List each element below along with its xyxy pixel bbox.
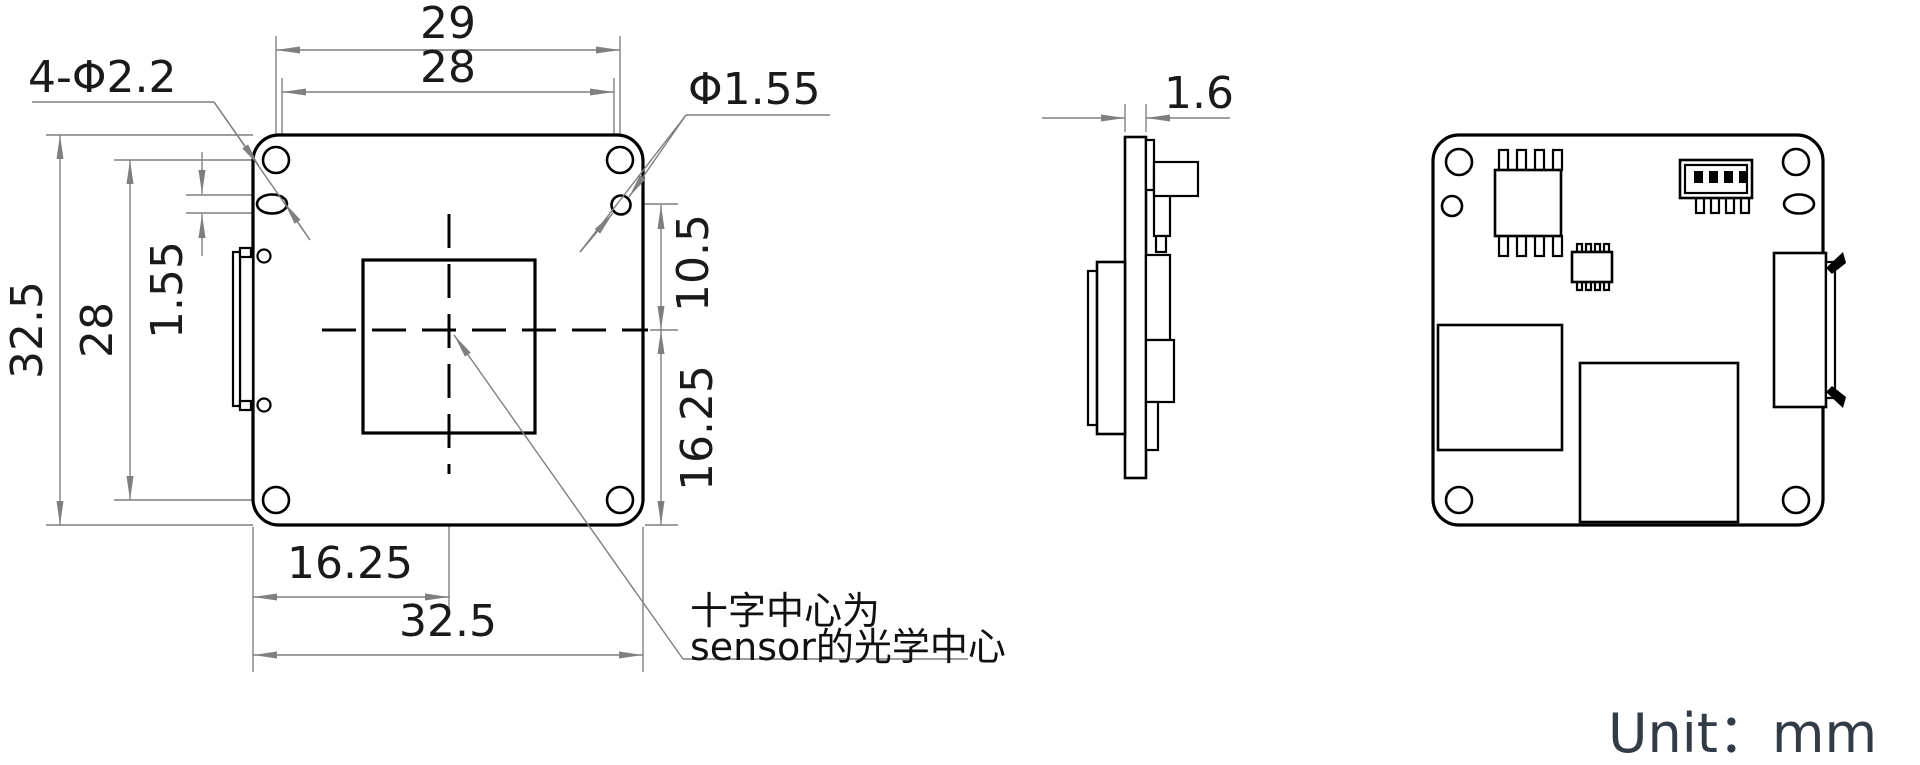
mounting-hole-bottom-left [261, 485, 291, 515]
back-side-connector [1772, 251, 1846, 409]
label-corner-holes: 4-Φ2.2 [28, 52, 176, 103]
mounting-hole-bottom-right [605, 485, 635, 515]
pcb-side-profile [1123, 135, 1148, 480]
front-side-connector [231, 246, 255, 412]
component-block-left [1436, 323, 1564, 452]
dim-board-thickness: 1.6 [1164, 68, 1234, 119]
back-view [1431, 133, 1846, 527]
back-hole-top-right [1781, 147, 1811, 177]
board-pin-hole-upper [256, 248, 272, 264]
dimension-lines-side [1042, 104, 1230, 132]
unit-label: Unit：mm [1608, 702, 1877, 765]
dim-hole-spacing-vertical: 28 [72, 302, 123, 358]
locating-slot [255, 193, 289, 215]
connector-4pin [1678, 158, 1754, 215]
back-hole-top-left [1444, 147, 1474, 177]
back-locating-hole [1440, 194, 1464, 218]
ic-chip-8pin [1493, 148, 1564, 258]
dim-slot-width: 1.55 [142, 241, 193, 339]
label-pin-hole: Φ1.55 [688, 64, 821, 115]
back-hole-bottom-right [1781, 485, 1811, 515]
dim-left-to-center: 16.25 [287, 538, 413, 589]
dim-hole-spacing-horizontal: 29 [420, 0, 476, 49]
back-hole-bottom-left [1444, 485, 1474, 515]
dim-pinhole-spacing-horizontal: 28 [420, 42, 476, 93]
dimension-lines-front [56, 46, 665, 659]
board-pin-hole-lower [256, 397, 272, 413]
dim-pinhole-to-center: 10.5 [668, 214, 719, 312]
mounting-hole-top-right [605, 145, 635, 175]
side-view: 1.6 [1042, 68, 1234, 480]
dim-plate-height: 32.5 [2, 281, 53, 379]
locating-pin-hole [610, 194, 632, 216]
leader-corner-holes [32, 101, 311, 241]
mounting-hole-top-left [261, 145, 291, 175]
optical-center-note-line1: 十字中心为 [690, 589, 880, 633]
back-locating-slot [1782, 193, 1816, 215]
leader-optical-center [453, 334, 968, 660]
side-sensor-stack [1086, 260, 1127, 436]
dim-center-to-bottom: 16.25 [672, 365, 723, 491]
front-view: 29 28 32.5 28 1.55 10.5 16.25 16.25 32.5… [2, 0, 1006, 672]
component-block-center [1578, 361, 1740, 524]
side-back-components [1144, 138, 1200, 452]
ic-chip-small [1570, 242, 1614, 292]
leader-pin-hole [579, 114, 830, 253]
dim-plate-width: 32.5 [399, 596, 497, 647]
optical-center-note-line2: sensor的光学中心 [690, 625, 1006, 669]
